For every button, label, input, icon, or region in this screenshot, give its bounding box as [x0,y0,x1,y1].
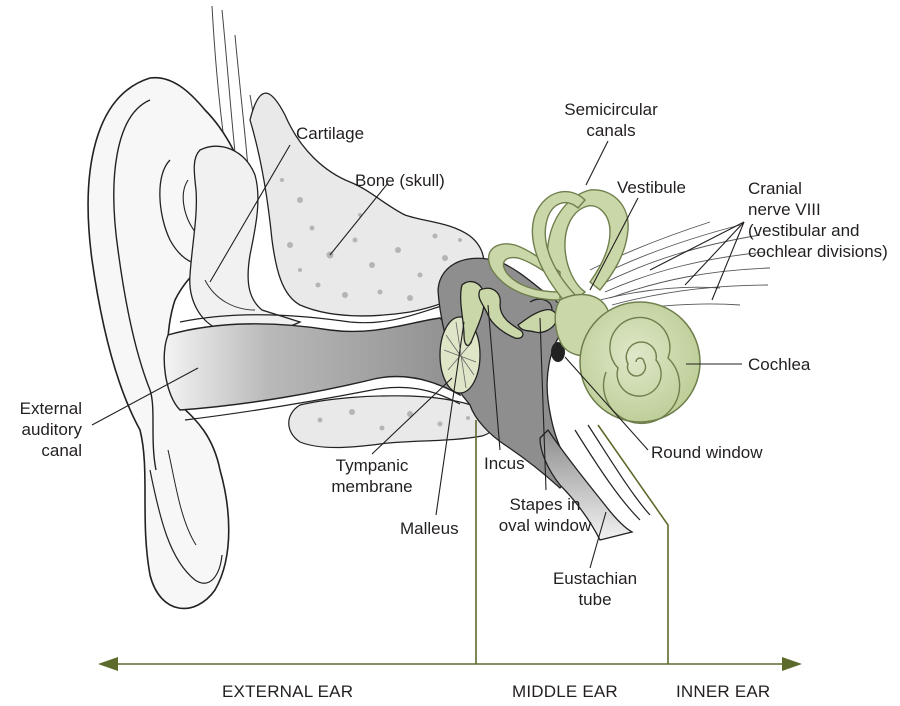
label-vestibule: Vestibule [617,177,686,198]
label-eustachian-tube: Eustachian tube [540,568,650,610]
label-stapes: Stapes in oval window [490,494,600,536]
leader-cranial-3 [712,222,744,300]
arrow-left-head [98,657,118,671]
label-bone-skull: Bone (skull) [355,170,445,191]
region-inner-ear: INNER EAR [676,682,770,702]
label-semicircular-canals: Semicircular canals [556,99,666,141]
region-external-ear: EXTERNAL EAR [222,682,353,702]
label-malleus: Malleus [400,518,459,539]
label-incus: Incus [484,453,525,474]
label-cartilage: Cartilage [296,123,364,144]
label-tympanic-membrane: Tympanic membrane [322,455,422,497]
label-cranial-nerve: Cranial nerve VIII (vestibular and cochl… [748,178,888,262]
label-round-window: Round window [651,442,763,463]
cochlea-shape [580,302,700,423]
skull-bone-lower [289,396,495,448]
region-middle-ear: MIDDLE EAR [512,682,618,702]
arrow-right-head [782,657,802,671]
label-external-auditory-canal: External auditory canal [4,398,82,461]
leader-cranial-2 [685,222,744,285]
label-cochlea: Cochlea [748,354,810,375]
leader-semicircular [586,141,608,185]
